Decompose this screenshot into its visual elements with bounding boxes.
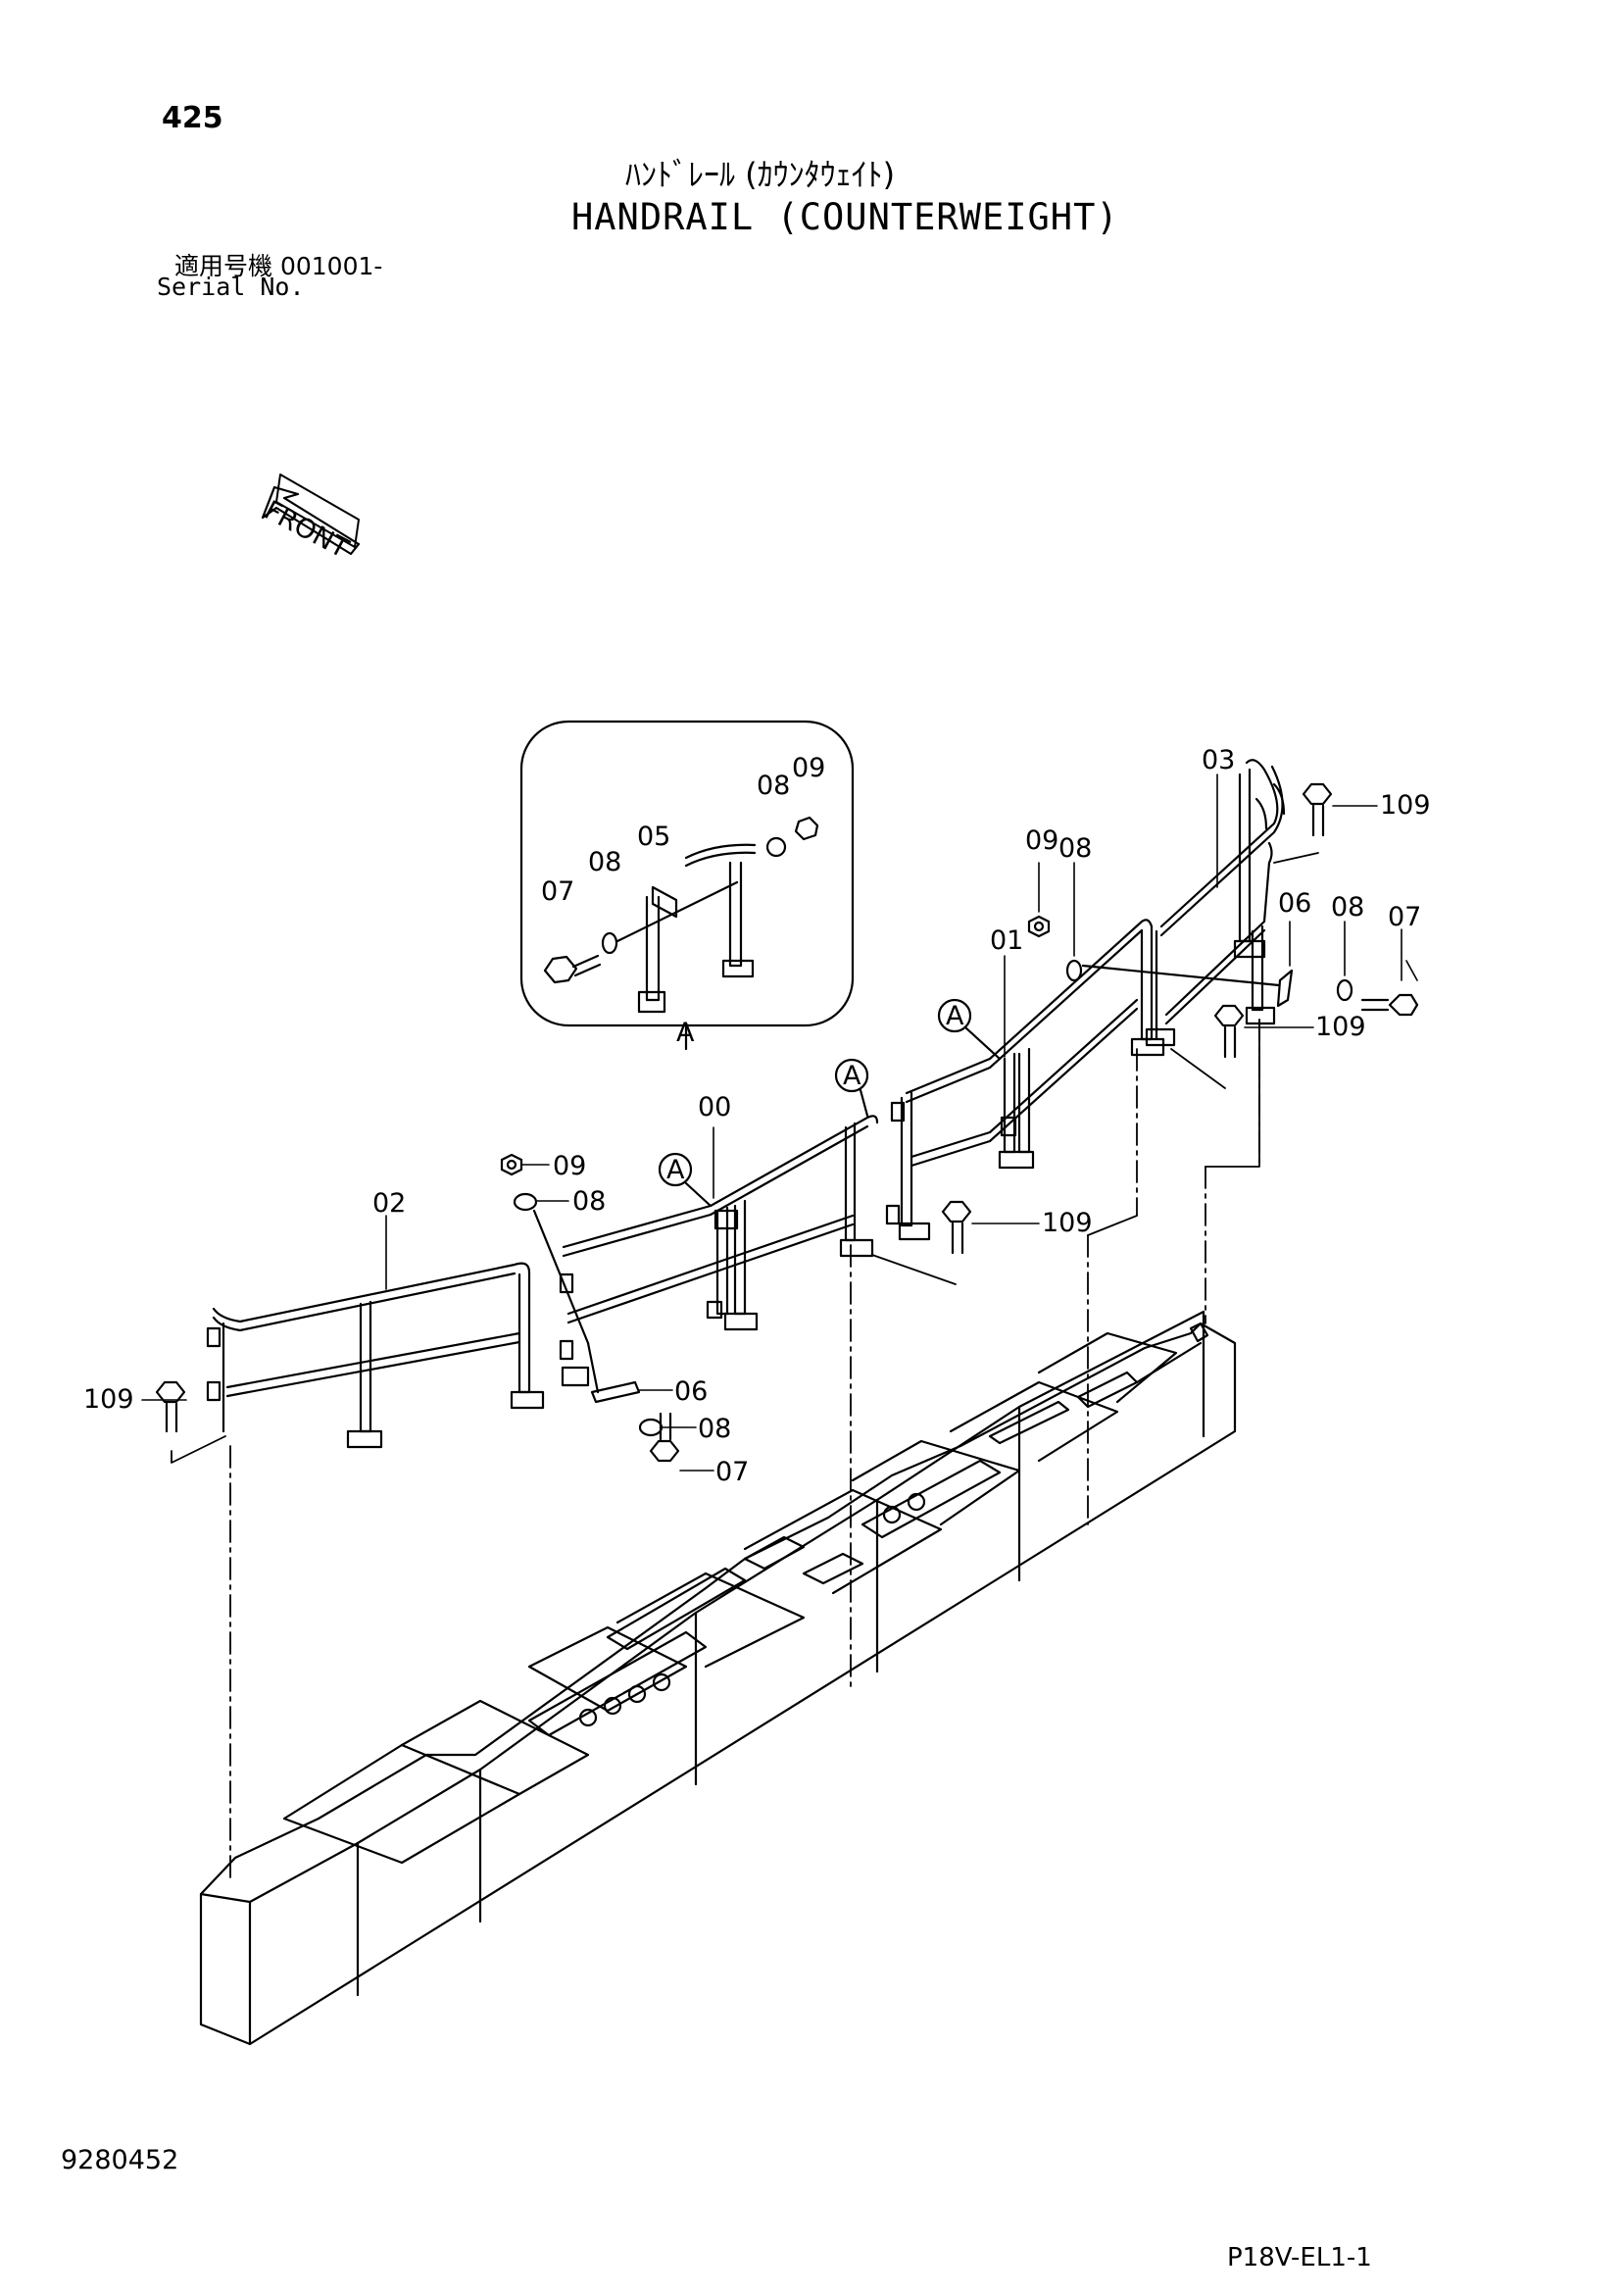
title-english: HANDRAIL (COUNTERWEIGHT) — [571, 196, 1119, 238]
leader-lines — [141, 774, 1418, 1472]
callout-08-left: 08 — [572, 1186, 606, 1217]
callout-07-detail: 07 — [541, 876, 574, 907]
page-number: 425 — [162, 101, 223, 135]
handrail-00 — [559, 1115, 879, 1387]
assembly-connectors — [171, 852, 1319, 1464]
callout-109-right: 109 — [1315, 1012, 1366, 1042]
callout-09-left: 09 — [553, 1151, 586, 1181]
callout-109-left: 109 — [83, 1384, 134, 1415]
callout-08-detail: 08 — [588, 847, 621, 877]
callout-03: 03 — [1202, 745, 1235, 775]
hardware — [155, 782, 1419, 1463]
callout-08-right: 08 — [1058, 833, 1092, 864]
callout-06-left: 06 — [674, 1376, 708, 1407]
callout-07-right: 07 — [1388, 902, 1421, 932]
front-arrow-icon — [261, 474, 361, 556]
callout-109-center: 109 — [1042, 1208, 1093, 1238]
sheet-code: P18V-EL1-1 — [1227, 2243, 1372, 2272]
callout-06-right: 06 — [1278, 888, 1311, 919]
handrail-03 — [1145, 759, 1286, 1047]
serial-label-japanese: 適用号機 001001- — [174, 252, 383, 280]
front-arrow-label: FRONT — [259, 495, 353, 565]
detail-view-label: A — [676, 1018, 695, 1048]
callout-01: 01 — [990, 925, 1023, 956]
callout-08-far-right: 08 — [1331, 892, 1364, 923]
ref-a-center: A — [666, 1155, 685, 1185]
callout-07-bottom: 07 — [715, 1457, 749, 1487]
drawing-number: 9280452 — [61, 2145, 179, 2175]
callout-09-detail: 09 — [792, 753, 825, 783]
handrail-02 — [206, 1262, 545, 1449]
handrail-01 — [885, 919, 1165, 1241]
callout-08-bottom: 08 — [698, 1414, 731, 1444]
callout-02: 02 — [372, 1188, 406, 1219]
ref-a-mid: A — [843, 1061, 861, 1091]
assembly-lines — [229, 1019, 1260, 1883]
callout-05: 05 — [637, 822, 670, 852]
callout-00: 00 — [698, 1092, 731, 1123]
ref-a-right: A — [946, 1001, 964, 1031]
title-japanese: ﾊﾝﾄﾞﾚｰﾙ (ｶｳﾝﾀｳｪｲﾄ) — [625, 156, 896, 193]
callout-09-right: 09 — [1025, 825, 1058, 856]
counterweight-body — [199, 1310, 1237, 2046]
serial-label-english: Serial No. — [157, 273, 305, 301]
detail-view-box — [519, 720, 855, 1051]
callout-109-top: 109 — [1380, 790, 1431, 821]
callout-labels: FRONT 07 08 05 08 09 A 02 00 01 03 09 08… — [83, 495, 1431, 1487]
callout-08-detail-top: 08 — [757, 771, 790, 801]
